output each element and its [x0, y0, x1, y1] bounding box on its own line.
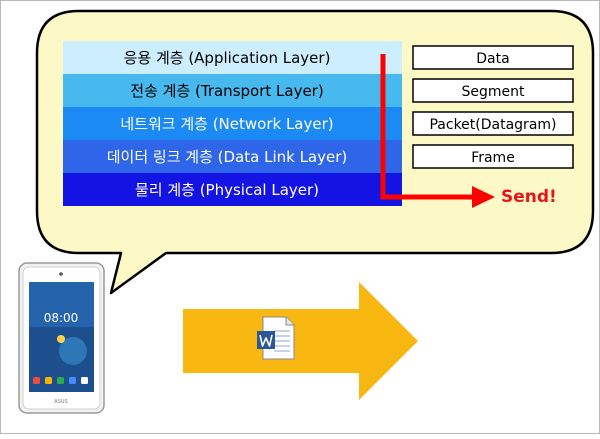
layer-application: 응용 계층 (Application Layer): [63, 41, 402, 74]
layer-physical: 물리 계층 (Physical Layer): [63, 173, 402, 206]
pdu-packet-label: Packet(Datagram): [429, 117, 556, 133]
tablet-brand: ASUS: [54, 399, 67, 405]
layer-data-link-bg: [63, 140, 402, 173]
tablet-screen-glow: [29, 282, 94, 327]
send-arrow-head: [472, 186, 495, 208]
send-arrow: Send!: [380, 54, 557, 208]
tablet-weather-icon: [57, 335, 65, 343]
send-arrow-line: [380, 54, 474, 200]
layer-transport-bg: [63, 74, 402, 107]
layer-stack: 응용 계층 (Application Layer) 전송 계층 (Transpo…: [63, 41, 402, 206]
pdu-segment-label: Segment: [462, 84, 526, 100]
pdu-frame-label: Frame: [471, 150, 515, 166]
transfer-arrow: [183, 282, 418, 400]
layer-physical-bg: [63, 173, 402, 206]
send-label: Send!: [501, 187, 557, 207]
android-tablet-icon: 08:00 ASUS: [18, 262, 105, 414]
layer-network-bg: [63, 107, 402, 140]
pdu-packet-box: [412, 111, 574, 136]
tablet-clock: 08:00: [44, 311, 79, 325]
pdu-data-label: Data: [476, 51, 509, 67]
pdu-segment-box: [412, 78, 574, 103]
tablet-dock: [33, 377, 88, 384]
layer-transport: 전송 계층 (Transport Layer): [63, 74, 402, 107]
tablet-wallpaper-orb: [59, 337, 87, 365]
layer-network: 네트워크 계층 (Network Layer): [63, 107, 402, 140]
layer-data-link-label: 데이터 링크 계층 (Data Link Layer): [107, 148, 348, 166]
tablet-camera: [59, 272, 63, 276]
layer-physical-label: 물리 계층 (Physical Layer): [135, 181, 319, 199]
layer-application-bg: [63, 41, 402, 74]
pdu-list: Data Segment Packet(Datagram) Frame: [412, 45, 574, 169]
pdu-data-box: [412, 45, 574, 70]
layer-network-label: 네트워크 계층 (Network Layer): [120, 115, 333, 133]
layer-application-label: 응용 계층 (Application Layer): [124, 49, 331, 67]
pdu-frame-box: [412, 144, 574, 169]
layer-data-link: 데이터 링크 계층 (Data Link Layer): [63, 140, 402, 173]
layer-transport-label: 전송 계층 (Transport Layer): [130, 82, 323, 100]
word-document-icon: [257, 316, 295, 360]
